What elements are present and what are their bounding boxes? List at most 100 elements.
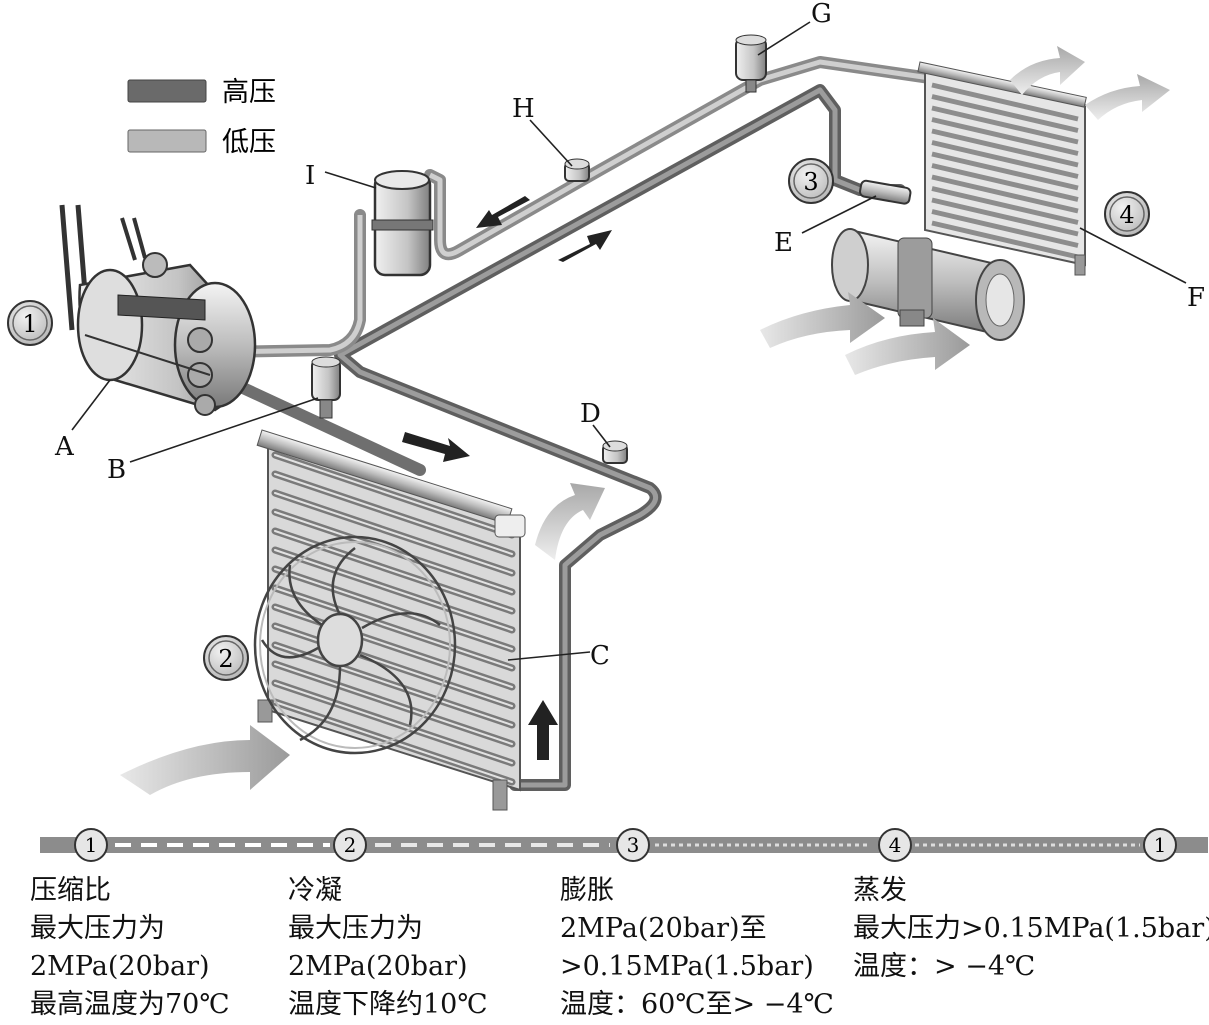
pressure-sensor-g [735,34,767,93]
condenser-tube-highlight [274,511,513,593]
svg-text:1: 1 [22,310,37,338]
stage-expansion: 膨胀 2MPa(20bar)至 >0.15MPa(1.5bar) 温度：60℃至… [560,872,834,1024]
condenser-tube-highlight [274,701,513,783]
evaporator [917,61,1087,276]
stage-line: 温度下降约10℃ [288,989,488,1020]
condenser [256,429,526,811]
pressure-switch-h [564,158,590,182]
flow-arrow-up [528,700,558,760]
evaporator-tube [931,174,1079,214]
timeline-number: 4 [889,833,902,857]
evaporator-tube [931,94,1079,133]
evaporator-tube [931,220,1079,260]
stage-line: 2MPa(20bar) [288,951,468,982]
callouts [71,21,1187,661]
receiver-drier-b [311,356,341,419]
stage-condensation: 冷凝 最大压力为 2MPa(20bar) 温度下降约10℃ [288,872,488,1024]
timeline-marker: 1 [1143,828,1177,862]
evaporator-tube [931,117,1079,156]
flow-arrow-down-left [476,196,530,228]
label-a: A [54,432,75,462]
stage-evaporation: 蒸发 最大压力>0.15MPa(1.5bar) 温度：> −4℃ [853,872,1209,986]
stage-line: 温度：> −4℃ [853,951,1036,982]
evaporator-tube [931,186,1079,225]
cycle-timeline: 1 2 3 4 1 [40,828,1208,862]
flow-arrows [402,196,612,760]
condenser-tube-highlight [274,644,513,726]
svg-text:3: 3 [803,168,818,196]
stage-line: >0.15MPa(1.5bar) [560,951,814,982]
stage-markers: 1 2 3 4 [7,158,1150,681]
accumulator-i [371,170,434,277]
stage-line: 最大压力为 [288,913,423,944]
marker-expansion: 3 [788,158,834,204]
condenser-tube-highlight [274,587,513,669]
evaporator-tube [931,209,1079,248]
label-c: C [590,641,610,671]
stage-title: 膨胀 [560,875,614,906]
legend-low-swatch [127,129,207,153]
stage-compression: 压缩比 最大压力为 2MPa(20bar) 最高温度为70℃ [30,872,230,1024]
compressor [59,204,257,416]
timeline-number: 3 [627,833,640,857]
stage-line: 2MPa(20bar) [30,951,210,982]
pipe-low-pressure-return [212,56,936,358]
label-f: F [1187,283,1205,313]
evaporator-tube [931,140,1079,179]
stage-title: 压缩比 [30,875,111,906]
label-e: E [774,228,793,258]
timeline-number: 2 [344,833,357,857]
stage-line: 2MPa(20bar)至 [560,913,767,944]
legend-low-label: 低压 [222,127,276,158]
condenser-tube-highlight [274,682,513,764]
legend: 高压 低压 [127,77,276,158]
component-letters: A B C D E F G H I [54,0,1205,671]
marker-compressor: 1 [7,300,53,346]
condenser-tube-highlight [274,530,513,612]
label-i: I [305,161,315,191]
label-d: D [580,399,601,429]
label-b: B [107,455,126,485]
label-g: G [811,0,832,29]
label-h: H [512,94,535,124]
condenser-tube-highlight [274,473,513,555]
condenser-tube-highlight [274,568,513,650]
flow-arrow-up-right [558,230,612,262]
timeline-marker: 1 [74,828,108,862]
condenser-tube-highlight [274,492,513,574]
condenser-fan [253,535,457,755]
condenser-tube-highlight [274,549,513,631]
pipe-compressor-to-condenser [209,369,426,476]
evaporator-tube [931,163,1079,202]
stage-line: 最高温度为70℃ [30,989,230,1020]
stage-title: 蒸发 [853,875,907,906]
airflow-arrows [120,46,1170,795]
svg-text:2: 2 [218,645,233,673]
stage-line: 最大压力为 [30,913,165,944]
evaporator-tube [931,105,1079,145]
flow-arrow-right [402,432,470,462]
condenser-tube-highlight [274,663,513,745]
evaporator-tube [931,151,1079,191]
svg-text:4: 4 [1119,201,1134,229]
pressure-switch-d [602,440,628,464]
condenser-tube-highlight [274,625,513,707]
evaporator-tube [931,82,1079,122]
timeline-marker: 3 [616,828,650,862]
stage-line: 最大压力>0.15MPa(1.5bar) [853,913,1209,944]
evaporator-tube [931,197,1079,237]
legend-high-swatch [127,79,207,103]
timeline-number: 1 [85,833,98,857]
condenser-tube-highlight [274,454,513,536]
stage-line: 温度：60℃至> −4℃ [560,989,834,1020]
legend-high-label: 高压 [222,77,276,108]
evaporator-tube [931,128,1079,168]
timeline-marker: 2 [333,828,367,862]
marker-condenser: 2 [203,635,249,681]
timeline-number: 1 [1154,833,1167,857]
marker-evaporator: 4 [1104,191,1150,237]
timeline-marker: 4 [878,828,912,862]
blower-motor [831,228,1025,341]
stage-title: 冷凝 [288,875,342,906]
